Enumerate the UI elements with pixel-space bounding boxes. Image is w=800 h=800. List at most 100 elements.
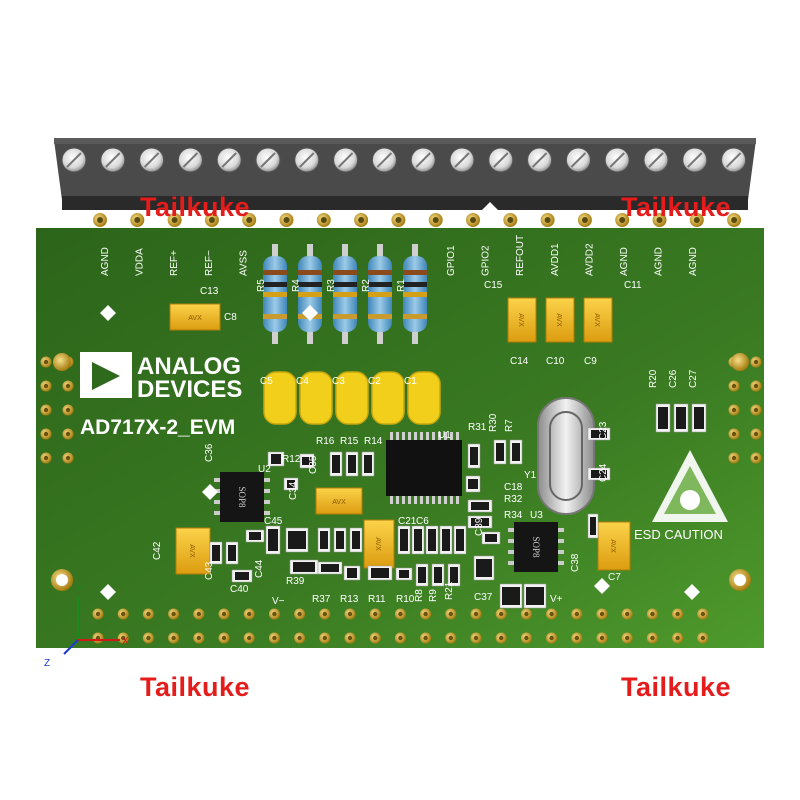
terminal-label: AVDD2 (584, 243, 595, 276)
terminal-label: AVDD1 (550, 243, 561, 276)
axis-y-label: Y (76, 584, 83, 595)
component-label: R16 (316, 436, 335, 447)
component-label: C37 (474, 592, 493, 603)
axis-z-label: Z (44, 658, 50, 669)
component-label: C10 (546, 356, 565, 367)
component-label: C39 (474, 517, 485, 536)
tantalum-text: AVX (593, 313, 600, 327)
sop8-ic (514, 522, 558, 572)
component-label: C27 (688, 369, 699, 388)
component-label: C45 (264, 516, 283, 527)
film-capacitors (263, 371, 441, 425)
component-label: U2 (258, 464, 271, 475)
component-label: C15 (484, 280, 503, 291)
component-label: C21 (398, 516, 417, 527)
axis-x-label: X (122, 636, 129, 647)
resistor-label: R3 (326, 279, 337, 292)
terminal-pads (93, 213, 742, 227)
component-label: Y1 (524, 470, 537, 481)
terminal-label: AGND (619, 247, 630, 276)
watermark-top-right: Tailkuke (621, 192, 732, 222)
film-capacitor (407, 371, 441, 425)
component-label: C36 (204, 443, 215, 462)
decorative-diamonds (100, 202, 700, 600)
film-cap-label: C5 (260, 376, 273, 387)
component-label: C14 (510, 356, 529, 367)
terminal-block (54, 138, 756, 210)
component-label: V+ (550, 594, 563, 605)
header-pins (40, 356, 762, 644)
mounting-holes (51, 353, 751, 591)
tantalum-text: AVX (332, 499, 346, 506)
film-capacitor (335, 371, 369, 425)
component-label: R31 (468, 422, 487, 433)
ic-u1 (386, 432, 462, 504)
resistor-label: R2 (361, 279, 372, 292)
component-label: R14 (364, 436, 383, 447)
terminal-label: REF+ (169, 250, 180, 276)
film-cap-label: C3 (332, 376, 345, 387)
component-label: R8 (414, 589, 425, 602)
component-label: R12 (282, 454, 301, 465)
component-label: C7 (608, 572, 621, 583)
component-label: R7 (504, 419, 515, 432)
component-label: V− (272, 596, 285, 607)
component-label: C43 (204, 561, 215, 580)
component-label: R39 (286, 576, 305, 587)
tantalum-text: AVX (188, 315, 202, 322)
component-label: U3 (530, 510, 543, 521)
component-label: R10 (396, 594, 415, 605)
component-label: C38 (570, 553, 581, 572)
component-label: C23 (598, 421, 609, 440)
component-label: U1 (438, 430, 451, 441)
tantalum-text: AVX (374, 537, 381, 551)
component-label: C9 (584, 356, 597, 367)
film-capacitor (299, 371, 333, 425)
component-label: R13 (340, 594, 359, 605)
tantalum-capacitor (583, 297, 613, 343)
resistor-label: R5 (256, 279, 267, 292)
tantalum-capacitor (169, 303, 221, 331)
film-cap-label: C1 (404, 376, 417, 387)
component-label: R11 (368, 594, 386, 605)
component-label: R30 (488, 413, 499, 432)
tantalum-text: AVX (609, 539, 616, 553)
sop8-marking: SOP8 (531, 536, 541, 558)
film-cap-label: C2 (368, 376, 381, 387)
component-label: C24 (598, 463, 609, 482)
component-label: C40 (230, 584, 249, 595)
esd-caution-symbol: ESD CAUTION (634, 450, 728, 542)
tantalum-text: AVX (517, 313, 524, 327)
esd-label: ESD CAUTION (634, 527, 723, 542)
resistor-label: R1 (396, 279, 407, 292)
component-label: R37 (312, 594, 331, 605)
tantalum-text: AVX (555, 313, 562, 327)
terminal-label: REFOUT (515, 235, 526, 276)
component-label: C6 (416, 516, 429, 527)
component-label: R32 (504, 494, 523, 505)
sop8-marking: SOP8 (237, 486, 247, 508)
terminal-label: AGND (688, 247, 699, 276)
component-label: R21 (444, 581, 455, 600)
component-label: C34 (288, 481, 299, 500)
terminal-label: VDDA (135, 248, 146, 276)
terminal-label: REF− (204, 250, 215, 276)
watermark-top-left: Tailkuke (140, 192, 251, 222)
brand-line-2: DEVICES (137, 376, 242, 403)
component-label: C26 (668, 369, 679, 388)
tantalum-capacitors: AVX AVX AVX AVX AVX AVX AVX AVX (169, 297, 631, 575)
resistor-label: R4 (291, 279, 302, 292)
terminal-label: AGND (100, 247, 111, 276)
tantalum-capacitor (597, 521, 631, 571)
tantalum-text: AVX (188, 544, 195, 558)
smd-components (209, 403, 707, 609)
tantalum-capacitor (315, 487, 363, 515)
film-capacitor (371, 371, 405, 425)
tantalum-capacitor (507, 297, 537, 343)
component-label: C18 (504, 482, 523, 493)
watermark-bottom-left: Tailkuke (140, 672, 251, 702)
component-label: C35 (308, 455, 319, 474)
